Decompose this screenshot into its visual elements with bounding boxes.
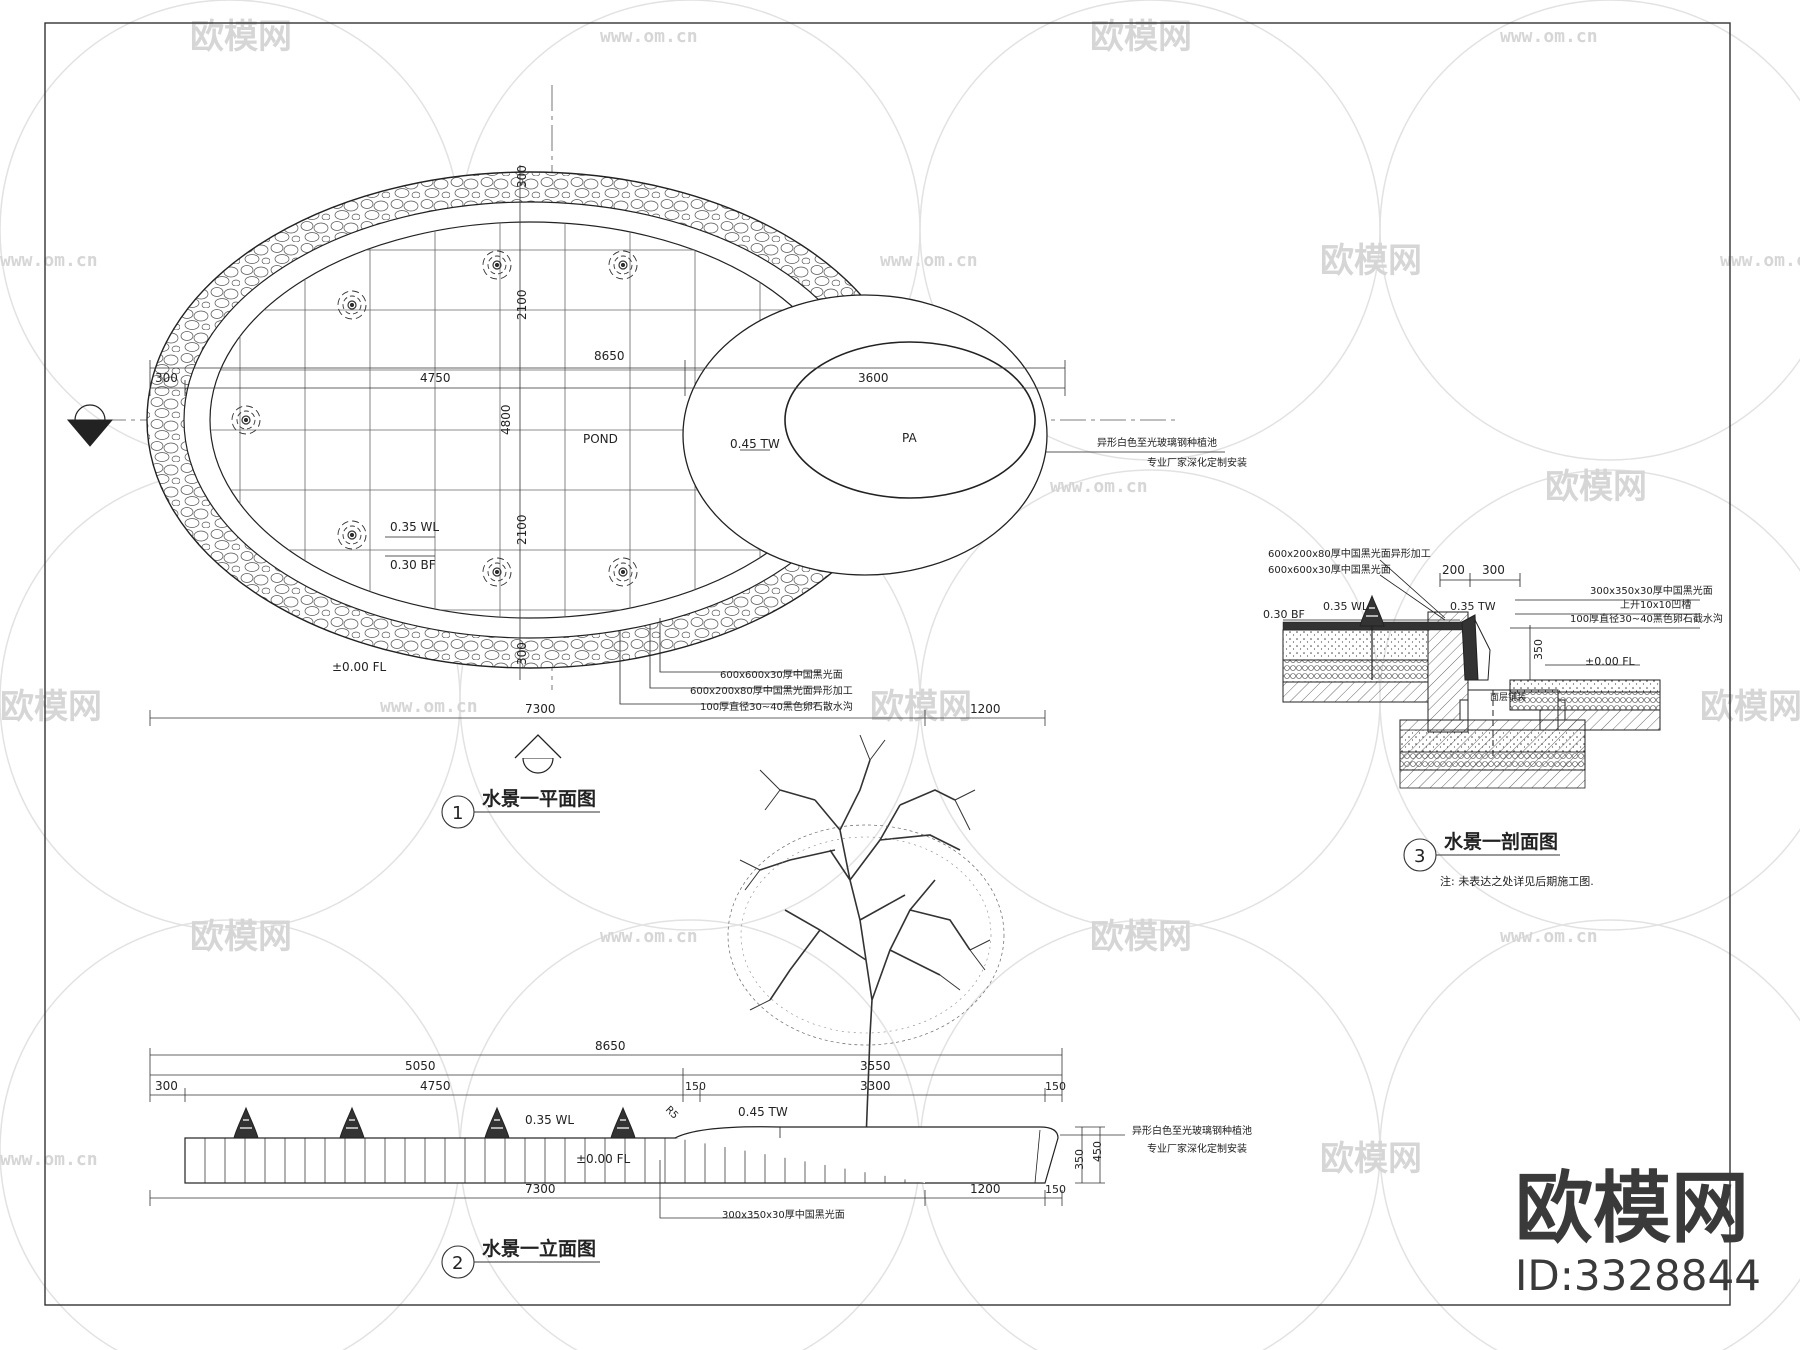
plan-title: 水景一平面图 (482, 788, 596, 810)
dim-total: 8650 (594, 349, 625, 363)
section-marker-left (66, 404, 114, 447)
dim-v-top: 300 (515, 165, 529, 188)
elev-dim-bottom-left: 7300 (525, 1182, 556, 1196)
section-note-right: 300x350x30厚中国黑光面 (1590, 584, 1713, 597)
watermark-url: www.om.cn (0, 250, 98, 271)
dim-v-bottom: 300 (515, 642, 529, 665)
watermark-url: www.om.cn (1050, 476, 1148, 497)
section-dim-b: 300 (1482, 563, 1505, 577)
elevation-number: 2 (452, 1253, 463, 1274)
dim-edge: 300 (155, 371, 178, 385)
elev-side-note: 专业厂家深化定制安装 (1147, 1142, 1247, 1155)
watermark-url: www.om.cn (600, 926, 698, 947)
section-view (1282, 559, 1700, 789)
section-dim-h: 350 (1532, 639, 1545, 660)
elevation-title: 水景一立面图 (482, 1237, 596, 1260)
spray-jet (484, 1107, 510, 1139)
elev-wl: 0.35 WL (525, 1113, 574, 1127)
plan-number: 1 (452, 803, 463, 824)
tw-level: 0.45 TW (730, 437, 780, 451)
watermark-brand: 欧模网 (1320, 241, 1422, 281)
plan-side-note: 专业厂家深化定制安装 (1147, 456, 1247, 469)
section-title: 水景一剖面图 (1444, 830, 1558, 853)
watermark-brand: 欧模网 (0, 687, 102, 727)
elev-dim-total: 8650 (595, 1039, 626, 1053)
elevation-view (149, 734, 1125, 1219)
elev-dim-c: 300 (155, 1079, 178, 1093)
fl-level: ±0.00 FL (332, 660, 386, 674)
spray-jet (610, 1107, 636, 1139)
wl-level: 0.35 WL (390, 520, 439, 534)
section-text: 600x200x80厚中国黑光面异形加工 600x600x30厚中国黑光面 30… (1263, 547, 1723, 888)
plan-note: 100厚直径30~40黑色卵石散水沟 (700, 700, 853, 713)
elev-tw: 0.45 TW (738, 1105, 788, 1119)
watermark-brand: 欧模网 (1700, 687, 1800, 727)
elev-dim-a: 5050 (405, 1059, 436, 1073)
plan-side-note: 异形白色至光玻璃钢种植池 (1097, 436, 1217, 449)
dim-bottom-left: 7300 (525, 702, 556, 716)
tree-elevation (727, 734, 1005, 1141)
elev-dim-bottom-end: 150 (1045, 1183, 1066, 1196)
section-tw: 0.35 TW (1450, 600, 1496, 613)
elev-dim-f: 3300 (860, 1079, 891, 1093)
elev-dim-bottom-right: 1200 (970, 1182, 1001, 1196)
brand-id: ID:3328844 (1515, 1251, 1761, 1300)
section-fl: ±0.00 FL (1585, 655, 1636, 668)
watermark-brand: 欧模网 (1545, 467, 1647, 507)
plan-text: POND PA 0.45 TW 0.35 WL 0.30 BF ±0.00 FL… (155, 165, 1247, 829)
elev-dim-e: 150 (685, 1080, 706, 1093)
section-bf: 0.30 BF (1263, 608, 1305, 621)
sheet-border (44, 22, 1731, 1306)
dim-v-mid: 4800 (499, 404, 513, 435)
section-marker-bottom (514, 734, 562, 774)
watermark-brand: 欧模网 (870, 687, 972, 727)
plan-note: 600x200x80厚中国黑光面异形加工 (690, 684, 853, 697)
elev-dim-h1: 350 (1073, 1149, 1086, 1170)
elev-dim-d: 4750 (420, 1079, 451, 1093)
planter-label: PA (902, 431, 917, 445)
dim-v-lower: 2100 (515, 514, 529, 545)
watermark-brand: 欧模网 (190, 917, 292, 957)
wall-joints (204, 1138, 906, 1183)
watermark-url: www.om.cn (600, 26, 698, 47)
section-footnote: 注: 未表达之处详见后期施工图. (1440, 874, 1594, 888)
watermark-url: www.om.cn (380, 696, 478, 717)
spray-jet (339, 1107, 365, 1139)
elev-r: R5 (663, 1104, 680, 1121)
section-note-left: 600x200x80厚中国黑光面异形加工 (1268, 547, 1431, 560)
pond-label: POND (583, 432, 618, 446)
elev-note: 300x350x30厚中国黑光面 (722, 1208, 845, 1221)
watermark-url: www.om.cn (1720, 250, 1800, 271)
plan-view (66, 85, 1225, 774)
elev-dim-g: 150 (1045, 1080, 1066, 1093)
section-wl: 0.35 WL (1323, 600, 1369, 613)
section-note-left: 600x600x30厚中国黑光面 (1268, 563, 1391, 576)
elev-side-note: 异形白色至光玻璃钢种植池 (1132, 1124, 1252, 1137)
dim-left: 4750 (420, 371, 451, 385)
elev-dim-b: 3550 (860, 1059, 891, 1073)
watermark-url: www.om.cn (1500, 26, 1598, 47)
planter-inner (784, 341, 1036, 499)
bf-level: 0.30 BF (390, 558, 436, 572)
section-dim-a: 200 (1442, 563, 1465, 577)
section-number: 3 (1414, 846, 1425, 867)
dim-v-upper: 2100 (515, 289, 529, 320)
spray-jet (233, 1107, 259, 1139)
dim-bottom-right: 1200 (970, 702, 1001, 716)
section-note-right: 上开10x10凹槽 (1620, 598, 1691, 611)
watermark-url: www.om.cn (1500, 926, 1598, 947)
watermark-url: www.om.cn (880, 250, 978, 271)
elev-dim-h2: 450 (1091, 1141, 1104, 1162)
section-note-right: 100厚直径30~40黑色卵石截水沟 (1570, 612, 1723, 625)
section-mid-label: 面层铺装 (1490, 691, 1526, 703)
brand-watermark-large: 欧模网 (1515, 1164, 1749, 1254)
elev-fl: ±0.00 FL (576, 1152, 630, 1166)
watermark-url: www.om.cn (0, 1149, 98, 1170)
watermark-brand: 欧模网 (1090, 917, 1192, 957)
watermark-brand: 欧模网 (1320, 1139, 1422, 1179)
plan-note: 600x600x30厚中国黑光面 (720, 668, 843, 681)
dim-right: 3600 (858, 371, 889, 385)
